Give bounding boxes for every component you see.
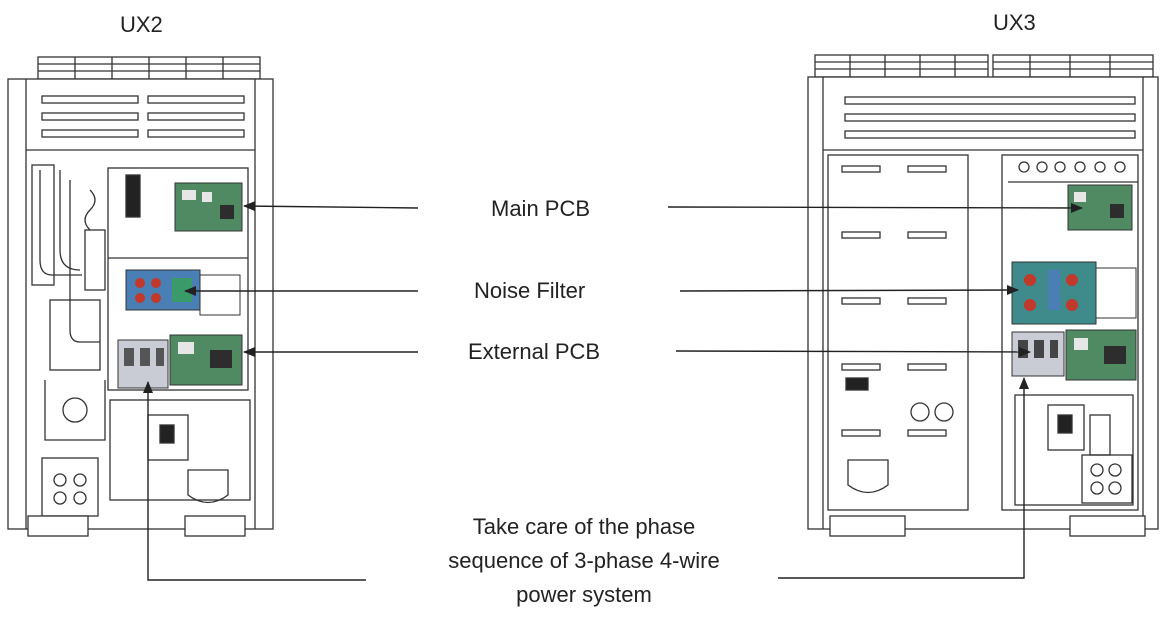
ux3-unit bbox=[807, 54, 1159, 537]
callout-arrows bbox=[143, 201, 1083, 581]
ux3-louvres bbox=[844, 96, 1136, 139]
ux3-title: UX3 bbox=[993, 10, 1036, 35]
note-line-1: Take care of the phase bbox=[472, 514, 696, 539]
arrow-noise-filter-ux3 bbox=[679, 285, 1019, 296]
ux2-lower-parts bbox=[41, 399, 251, 517]
ux2-title: UX2 bbox=[120, 12, 163, 37]
arrow-main-pcb-ux3 bbox=[667, 202, 1083, 213]
main-pcb-label: Main PCB bbox=[491, 196, 591, 221]
ux3-left-panel bbox=[827, 154, 969, 511]
ux3-left-slots bbox=[841, 165, 954, 494]
arrow-phase-ux3 bbox=[778, 377, 1029, 579]
ux2-fan-top bbox=[37, 56, 261, 80]
ux2-main-pcb bbox=[174, 182, 243, 232]
external-pcb-label: External PCB bbox=[468, 339, 601, 364]
ux3-fan-top bbox=[814, 54, 1154, 78]
phase-sequence-note: Take care of the phase sequence of 3-pha… bbox=[384, 510, 784, 612]
arrow-phase-ux2 bbox=[143, 381, 366, 581]
noise-filter-label: Noise Filter bbox=[474, 278, 586, 303]
ux3-right-panel bbox=[1001, 154, 1139, 511]
ux3-lower-parts bbox=[1014, 394, 1134, 506]
arrow-main-pcb-ux2 bbox=[243, 201, 419, 212]
ux3-external-pcb bbox=[1011, 329, 1137, 381]
ux2-electric-box bbox=[107, 167, 249, 391]
ux2-piping bbox=[31, 164, 106, 441]
ux3-right-top bbox=[1008, 161, 1138, 183]
ux3-noise-filter bbox=[1011, 261, 1137, 325]
ux2-louvres bbox=[41, 95, 245, 138]
note-line-2: sequence of 3-phase 4-wire bbox=[448, 548, 720, 573]
ux2-noise-filter bbox=[125, 269, 241, 316]
arrow-external-pcb-ux3 bbox=[675, 346, 1031, 357]
ux2-external-pcb bbox=[117, 334, 243, 389]
note-line-3: power system bbox=[516, 582, 652, 607]
